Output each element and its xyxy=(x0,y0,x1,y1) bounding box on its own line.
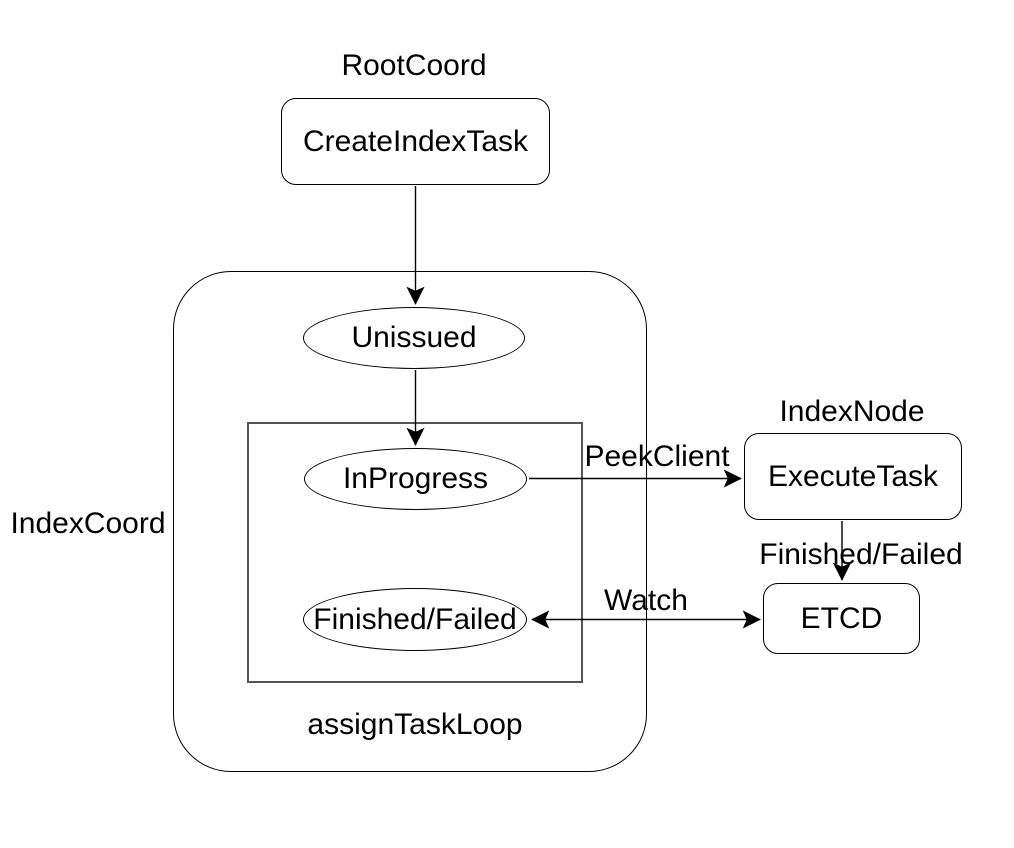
rootcoord-region-label: RootCoord xyxy=(341,49,487,82)
peekclient-edge-label: PeekClient xyxy=(584,440,730,473)
assigntaskloop-region-label: assignTaskLoop xyxy=(307,708,523,741)
node-execute-task: ExecuteTask xyxy=(744,433,962,520)
node-unissued: Unissued xyxy=(303,307,525,369)
node-in-progress: InProgress xyxy=(304,448,527,510)
finishedfailed-edge-label: Finished/Failed xyxy=(759,538,963,571)
indexcoord-container xyxy=(173,271,647,772)
watch-edge-label: Watch xyxy=(604,584,688,617)
node-finished-failed: Finished/Failed xyxy=(303,588,527,651)
node-etcd: ETCD xyxy=(763,583,920,654)
indexcoord-region-label: IndexCoord xyxy=(10,507,166,540)
node-create-index-task: CreateIndexTask xyxy=(281,98,550,185)
indexnode-region-label: IndexNode xyxy=(779,395,925,428)
